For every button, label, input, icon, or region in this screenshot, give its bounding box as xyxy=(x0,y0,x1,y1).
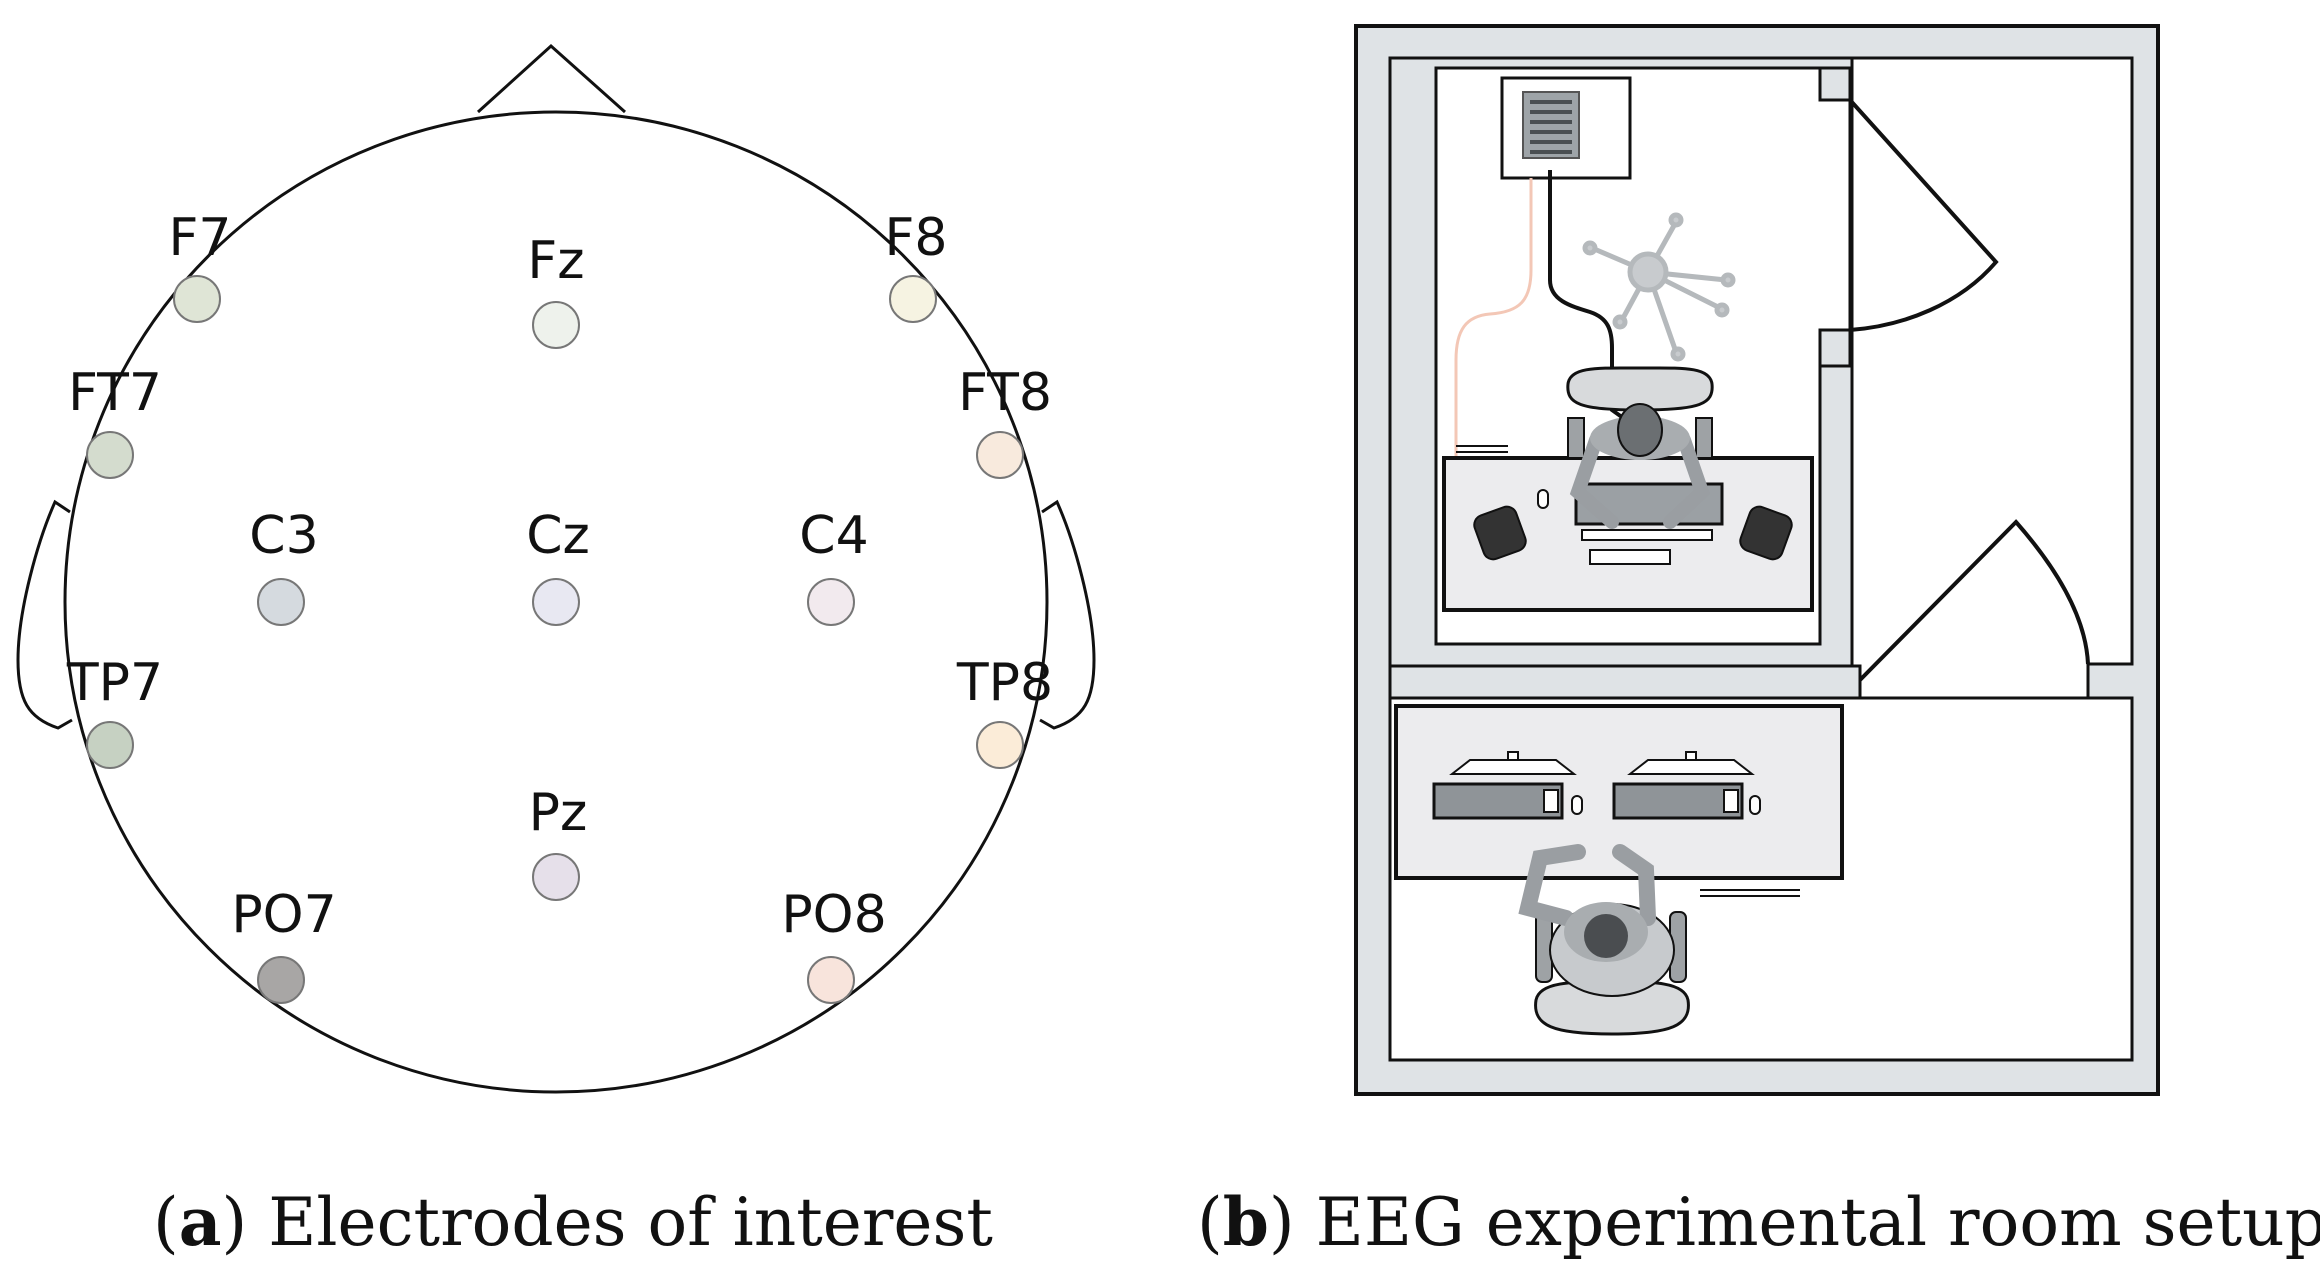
subject-chair-arm-right xyxy=(1695,417,1713,459)
electrode-label-f7: F7 xyxy=(169,208,232,268)
control-monitor-right xyxy=(1612,751,1755,820)
drone-icon xyxy=(1582,212,1736,362)
lower-door-swing xyxy=(1858,519,2090,682)
electrode-label-ft8: FT8 xyxy=(958,363,1052,423)
electrode-ft8 xyxy=(976,431,1024,479)
operator-head xyxy=(1584,914,1628,958)
eeg-cable xyxy=(1548,170,1642,432)
electrode-f7 xyxy=(173,275,221,323)
electrode-tp7 xyxy=(86,721,134,769)
booth-door-jamb xyxy=(1818,66,1852,102)
subject-chair xyxy=(1566,366,1714,412)
electrode-fz xyxy=(532,301,580,349)
electrode-label-fz: Fz xyxy=(527,231,584,291)
electrode-f8 xyxy=(889,275,937,323)
subject-chair-arm-left xyxy=(1567,417,1585,459)
operator-arms xyxy=(1518,844,1656,926)
electrode-label-c3: C3 xyxy=(249,506,318,566)
booth-speaker-right xyxy=(1739,505,1793,561)
electrode-ft7 xyxy=(86,431,134,479)
electrode-label-tp7: TP7 xyxy=(66,653,163,713)
electrode-c3 xyxy=(257,578,305,626)
caption-b-letter: b xyxy=(1223,1183,1269,1261)
electrode-label-tp8: TP8 xyxy=(956,653,1053,713)
electrode-label-po7: PO7 xyxy=(231,885,336,945)
electrode-label-cz: Cz xyxy=(526,506,590,566)
caption-b: (b) EEG experimental room setup xyxy=(1197,1183,2320,1261)
subject-arms xyxy=(1569,433,1711,529)
electrode-po7 xyxy=(257,956,305,1004)
caption-a: (a) Electrodes of interest xyxy=(153,1183,993,1261)
control-monitor-left xyxy=(1432,751,1577,820)
booth-door-swing xyxy=(1848,98,1999,332)
electrode-cz xyxy=(532,578,580,626)
caption-a-letter: a xyxy=(179,1183,222,1261)
electrode-label-ft7: FT7 xyxy=(68,363,162,423)
electrode-label-pz: Pz xyxy=(529,783,588,843)
left-ear-outline xyxy=(16,499,73,730)
control-mouse-left xyxy=(1571,795,1583,815)
electrode-c4 xyxy=(807,578,855,626)
caption-b-text: EEG experimental room setup xyxy=(1316,1184,2320,1261)
electrode-tp8 xyxy=(976,721,1024,769)
booth-door-jamb-lower xyxy=(1818,328,1852,368)
subject-head-eeg-cap xyxy=(1617,403,1663,457)
corridor-floor xyxy=(1850,56,2134,700)
booth-mouse xyxy=(1537,489,1549,509)
divider-wall xyxy=(1388,664,1862,700)
booth-monitor-stand xyxy=(1581,529,1713,541)
electrode-label-f8: F8 xyxy=(885,208,948,268)
nose-outline xyxy=(476,43,626,114)
booth-speaker-left xyxy=(1473,505,1527,561)
amplifier-connectors xyxy=(1530,100,1572,154)
caption-a-text: Electrodes of interest xyxy=(268,1184,993,1261)
electrode-po8 xyxy=(807,956,855,1004)
electrode-pz xyxy=(532,853,580,901)
electrode-label-po8: PO8 xyxy=(781,885,886,945)
right-ear-outline xyxy=(1039,499,1096,730)
fiber-cable xyxy=(1454,178,1533,458)
electrode-label-c4: C4 xyxy=(799,506,868,566)
control-mouse-right xyxy=(1749,795,1761,815)
booth-keyboard xyxy=(1589,549,1671,565)
room-plan-panel: (b) EEG experimental room setup xyxy=(1197,24,2320,1261)
